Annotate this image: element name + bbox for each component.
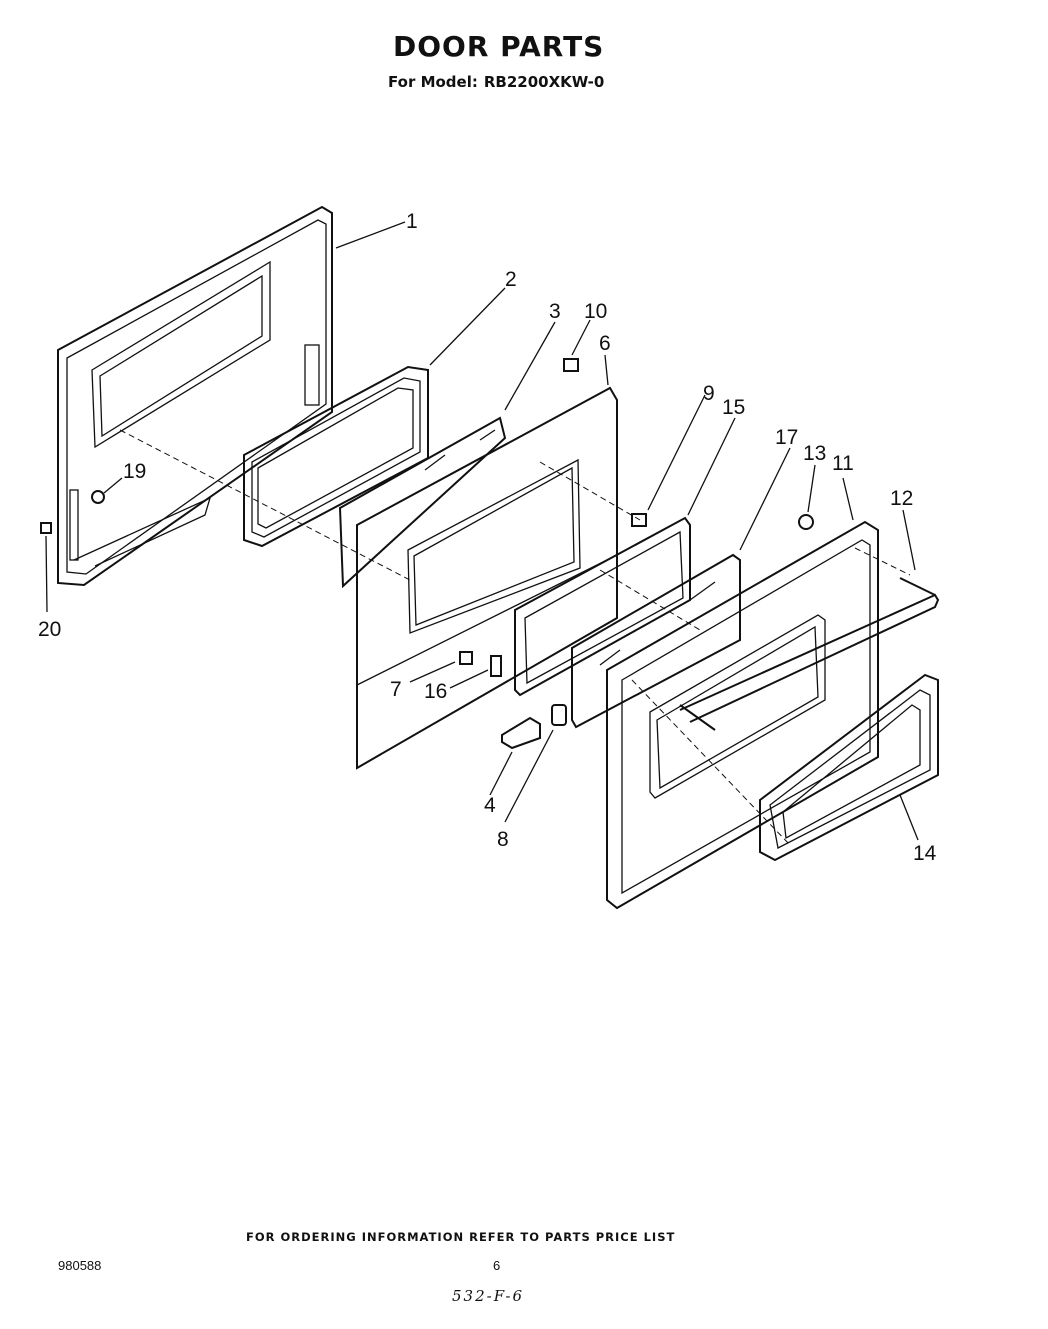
part-10-clip bbox=[563, 358, 579, 372]
callout-15: 15 bbox=[722, 396, 745, 419]
part-3-glass bbox=[338, 416, 507, 589]
callout-12: 12 bbox=[890, 487, 913, 510]
callout-6: 6 bbox=[599, 332, 611, 355]
leader-lines bbox=[45, 221, 919, 841]
callout-7: 7 bbox=[390, 678, 402, 701]
ordering-note: FOR ORDERING INFORMATION REFER TO PARTS … bbox=[246, 1230, 676, 1244]
callout-3: 3 bbox=[549, 300, 561, 323]
part-9-clip bbox=[631, 513, 647, 527]
part-1-inner-door-panel bbox=[57, 205, 333, 587]
part-8-spacer bbox=[551, 704, 567, 726]
part-17-outer-glass bbox=[571, 553, 741, 729]
part-11-outer-door-frame bbox=[606, 520, 879, 910]
model-line: For Model: RB2200XKW-0 bbox=[382, 73, 604, 91]
callout-17: 17 bbox=[775, 426, 798, 449]
callout-11: 11 bbox=[832, 452, 854, 475]
page-number: 6 bbox=[493, 1258, 501, 1273]
part-6-middle-panel bbox=[356, 386, 618, 770]
callout-8: 8 bbox=[497, 828, 509, 851]
callout-1: 1 bbox=[406, 210, 418, 233]
callout-19: 19 bbox=[123, 460, 146, 483]
part-7-clip bbox=[459, 651, 473, 665]
callout-16: 16 bbox=[424, 680, 447, 703]
callout-4: 4 bbox=[484, 794, 496, 817]
part-13-nut bbox=[798, 514, 814, 530]
part-16-clip bbox=[490, 655, 502, 677]
document-number: 980588 bbox=[58, 1258, 102, 1273]
part-2-gasket bbox=[243, 365, 429, 548]
part-14-trim bbox=[759, 673, 939, 862]
part-15-inner-frame bbox=[514, 516, 691, 697]
model-number: RB2200XKW-0 bbox=[483, 73, 605, 91]
part-19-screw bbox=[91, 490, 105, 504]
handwritten-code: 532-F-6 bbox=[452, 1287, 525, 1305]
callout-2: 2 bbox=[505, 268, 517, 291]
page-title: DOOR PARTS bbox=[393, 30, 605, 63]
callout-13: 13 bbox=[803, 442, 826, 465]
callout-10: 10 bbox=[584, 300, 607, 323]
part-4-bracket bbox=[501, 716, 541, 750]
part-20-screw bbox=[40, 522, 52, 534]
callout-20: 20 bbox=[38, 618, 61, 641]
callout-labels: 1 2 3 10 6 9 15 17 13 11 12 19 20 7 16 4… bbox=[38, 210, 937, 865]
alignment-lines bbox=[119, 429, 911, 846]
model-prefix: For Model: bbox=[388, 73, 478, 91]
callout-14: 14 bbox=[913, 842, 937, 865]
callout-9: 9 bbox=[703, 382, 715, 405]
part-12-handle bbox=[679, 577, 940, 731]
